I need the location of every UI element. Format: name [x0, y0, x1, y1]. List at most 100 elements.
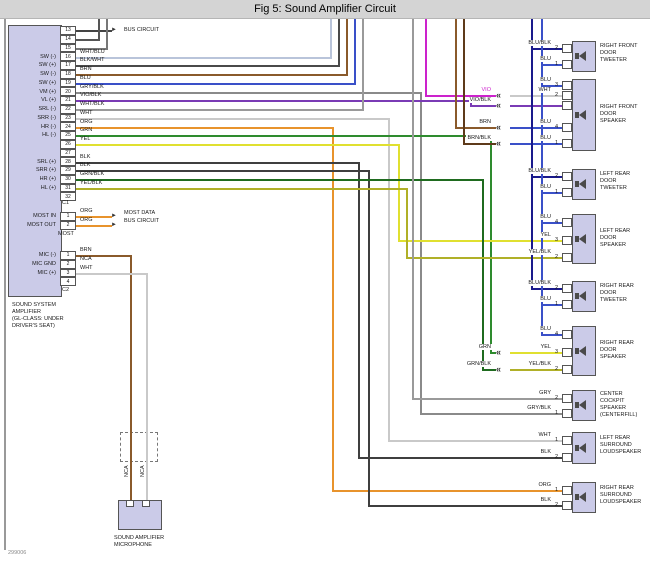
pin-cell — [562, 252, 572, 262]
pin-cell — [562, 43, 572, 53]
wire-label: SRR (-) — [37, 114, 56, 121]
speaker-icon — [575, 179, 587, 189]
wire-label: VL (+) — [41, 96, 56, 103]
wire-label: LEFT REAR — [600, 227, 631, 234]
wire-label: SW (-) — [40, 70, 56, 77]
wire-label: MIC (+) — [37, 269, 57, 276]
wire-segment — [510, 95, 564, 97]
wire-label: GRY/BLK — [80, 83, 104, 90]
wire-label: ORG — [537, 481, 552, 488]
wire-label: 4 — [555, 330, 559, 337]
wire-label: SURROUND — [600, 441, 632, 448]
wire-segment — [76, 74, 348, 76]
wire-segment — [425, 19, 427, 97]
wire-segment — [76, 144, 400, 146]
wire-label: LOUDSPEAKER — [600, 498, 642, 505]
pin-cell — [562, 393, 572, 403]
pin-cell — [562, 122, 572, 132]
wire-segment — [420, 413, 564, 415]
wire-label: MOST — [58, 230, 74, 237]
pin-cell: 27 — [60, 148, 76, 158]
wire-label: 2 — [555, 44, 559, 51]
wire-label: SRR (+) — [35, 166, 56, 173]
wire-segment — [76, 83, 356, 85]
wire-label: BLU — [80, 74, 91, 81]
wire-label: BLU — [539, 134, 552, 141]
wire-label: SPEAKER — [600, 117, 626, 124]
wire-label: VIO — [480, 86, 492, 93]
wire-label: NCA — [80, 255, 92, 262]
wire-label: WHT — [537, 86, 552, 93]
pin-cell — [562, 235, 572, 245]
wire-label: BRN — [80, 65, 92, 72]
wire-segment — [76, 100, 472, 102]
wire-label: WHT — [80, 264, 93, 271]
wire-label: MIC (-) — [38, 251, 56, 258]
wire-segment — [510, 352, 564, 354]
wire-segment — [76, 48, 108, 50]
continuation-arrow: « — [496, 137, 501, 148]
wire-label: MOST DATA — [124, 209, 156, 216]
pin-cell — [562, 80, 572, 90]
pin-cell — [562, 283, 572, 293]
pin-cell: 2 — [60, 259, 76, 269]
wire-segment — [510, 105, 564, 107]
wire-label: HL (-) — [42, 131, 56, 138]
wire-label: WHT — [80, 109, 93, 116]
wire-segment — [388, 118, 390, 442]
wire-label: ORG — [80, 216, 93, 223]
speaker-icon-box — [575, 236, 579, 242]
pin-cell: 30 — [60, 174, 76, 184]
wire-segment — [510, 369, 564, 371]
continuation-arrow: « — [496, 346, 501, 357]
wire-segment — [463, 143, 498, 145]
speaker-icon — [575, 291, 587, 301]
pin-cell — [562, 452, 572, 462]
continuation-arrow: « — [496, 89, 501, 100]
pin-cell: 18 — [60, 69, 76, 79]
wire-segment — [482, 369, 498, 371]
wire-segment — [338, 19, 340, 67]
wire-label: SOUND AMPLIFIER — [114, 534, 165, 541]
wire-label: SPEAKER — [600, 241, 626, 248]
wire-label: 1 — [555, 436, 559, 443]
wire-label: BLU/BLK — [527, 39, 552, 46]
wire-segment — [76, 216, 112, 218]
wire-label: MIC GND — [32, 260, 56, 267]
wire-label: DOOR — [600, 289, 617, 296]
wire-label: GRY — [538, 389, 552, 396]
wire-segment — [76, 162, 360, 164]
wire-label: SPEAKER — [600, 353, 626, 360]
wire-segment — [76, 92, 422, 94]
pin-cell — [562, 500, 572, 510]
wire-segment — [76, 118, 390, 120]
wire-segment — [541, 192, 564, 194]
wire-label: BLU — [539, 213, 552, 220]
figure-title: Fig 5: Sound Amplifier Circuit — [254, 3, 396, 15]
speaker-icon-cone — [579, 234, 586, 244]
speaker-icon — [575, 400, 587, 410]
speaker-icon-box — [575, 445, 579, 451]
wire-segment — [354, 19, 356, 85]
wire-segment — [332, 127, 334, 492]
pin-cell: 15 — [60, 43, 76, 53]
continuation-arrow: « — [496, 99, 501, 110]
wire-label: AMPLIFIER — [12, 308, 42, 315]
pin-cell — [562, 138, 572, 148]
wire-label: RIGHT REAR — [600, 484, 634, 491]
speaker-icon — [575, 51, 587, 61]
speaker-icon-cone — [579, 443, 586, 453]
wire-segment — [470, 105, 498, 107]
speaker-icon-box — [575, 112, 579, 118]
wire-label: TWEETER — [600, 184, 627, 191]
wire-segment — [76, 57, 332, 59]
pin-cell: 20 — [60, 87, 76, 97]
wire-segment — [531, 19, 533, 290]
pin-cell — [562, 329, 572, 339]
wire-segment — [406, 188, 408, 259]
wire-segment — [531, 288, 564, 290]
pin-cell: 25 — [60, 131, 76, 140]
wire-label: BLU — [539, 295, 552, 302]
wire-segment — [541, 222, 564, 224]
wire-label: LOUDSPEAKER — [600, 448, 642, 455]
